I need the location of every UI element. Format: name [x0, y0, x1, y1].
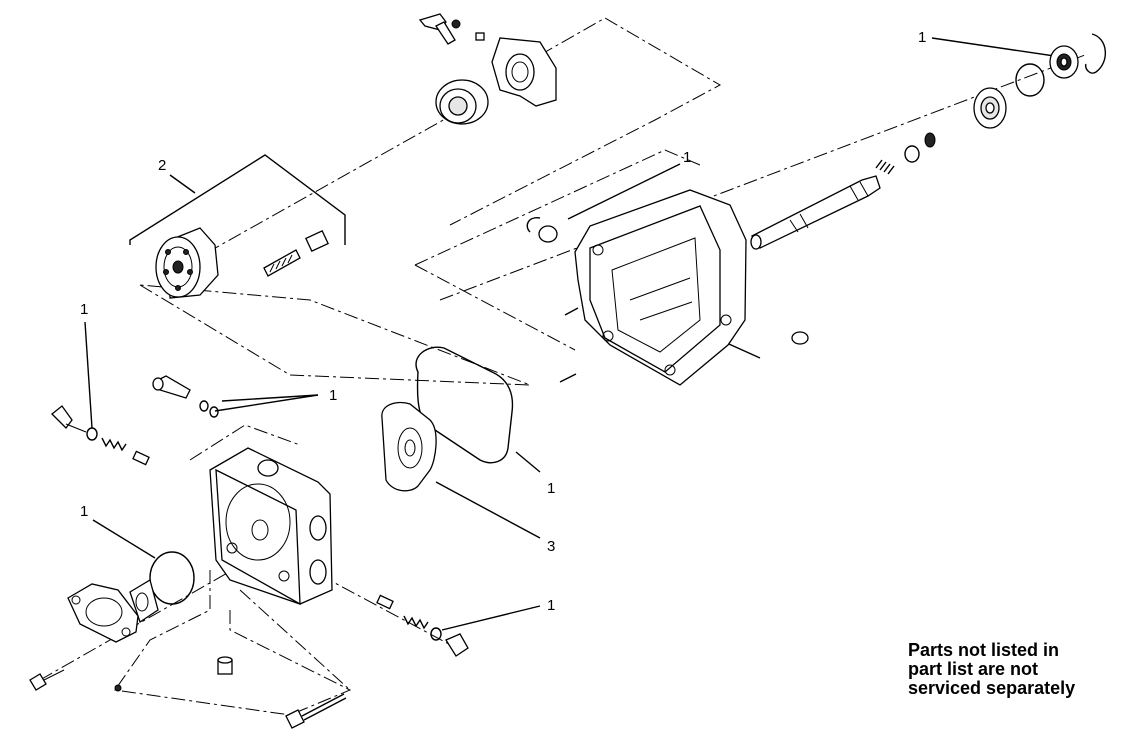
charge-pump-gerotor	[129, 578, 159, 624]
shaft-spring	[875, 159, 895, 175]
stem-o-ring-1	[199, 400, 209, 412]
charge-pump-cover	[67, 583, 139, 643]
callout-center-orings: 1	[329, 387, 338, 404]
callout-bottom-right: 1	[547, 597, 556, 614]
rotating-group	[155, 227, 219, 299]
drain-plug	[217, 656, 233, 675]
leader-assembly	[169, 174, 196, 194]
relief-o-ring-lower	[430, 627, 442, 641]
cover-bolt	[29, 669, 65, 691]
valve-plate	[381, 401, 437, 492]
stem-o-ring-2	[209, 406, 219, 418]
control-lever	[418, 13, 461, 45]
mid-plane-outline	[139, 284, 531, 386]
leader-mid-right	[567, 163, 681, 220]
leader-plate	[435, 481, 541, 539]
retaining-ring	[1084, 33, 1106, 74]
small-pin	[114, 684, 122, 692]
housing-plug	[791, 331, 809, 345]
shaft-bearing	[973, 87, 1007, 129]
long-bolt	[285, 693, 347, 729]
dowel-pin-2	[559, 373, 577, 383]
service-note-line-1: Parts not listed in	[908, 640, 1060, 660]
relief-o-ring-upper	[86, 427, 98, 441]
relief-plug-upper	[51, 405, 87, 433]
plane-edge-1	[414, 264, 576, 351]
bottom-axis	[239, 589, 351, 691]
left-plane-outline	[189, 424, 301, 461]
callout-top-right: 1	[918, 29, 927, 46]
leader-left-upper	[84, 321, 93, 429]
service-note: Parts not listed in part list are not se…	[908, 641, 1075, 698]
housing-seal	[538, 225, 558, 243]
service-note-line-2: part list are not	[908, 659, 1039, 679]
housing-retainer	[526, 217, 541, 233]
callout-plate: 3	[547, 538, 556, 555]
shaft-seal	[1049, 45, 1079, 79]
leader-gasket	[515, 451, 541, 473]
leader-top-right	[931, 37, 1069, 59]
top-plane-outline	[449, 17, 722, 226]
leader-left-lower	[92, 519, 156, 559]
callout-left-lower: 1	[80, 503, 89, 520]
relief-plug-lower	[445, 633, 469, 657]
leader-center-1	[214, 394, 319, 412]
key-pin	[475, 32, 485, 41]
upper-right-plane-outline	[414, 149, 701, 266]
relief-poppet-upper	[132, 450, 150, 466]
callout-left-upper: 1	[80, 301, 89, 318]
end-cover	[209, 447, 333, 606]
charge-pump-o-ring	[149, 551, 195, 605]
callout-assembly: 2	[158, 157, 167, 174]
relief-spring-upper	[101, 437, 127, 452]
swashplate	[491, 37, 557, 107]
dowel-pin-1	[564, 307, 579, 316]
right-lower-axis	[319, 574, 461, 651]
relief-spring-lower	[403, 615, 429, 630]
leader-assembly-bracket	[129, 154, 346, 245]
spring-pin-set	[263, 229, 329, 277]
relief-poppet-lower	[376, 594, 394, 610]
swash-bearing	[435, 79, 489, 125]
service-note-line-3: serviced separately	[908, 678, 1076, 698]
rotor-axis-dash	[184, 104, 471, 266]
lower-plane-outline	[114, 570, 352, 716]
leader-center-2	[221, 394, 319, 402]
callout-mid-right: 1	[683, 149, 692, 166]
valve-stem	[152, 375, 191, 399]
leader-bottom-right	[441, 605, 541, 631]
seal-o-ring	[924, 132, 936, 148]
left-axis	[39, 559, 251, 681]
washer-ring	[1015, 63, 1045, 97]
callout-gasket: 1	[547, 480, 556, 497]
drive-shaft	[750, 175, 881, 250]
main-housing	[574, 189, 747, 386]
shaft-washer	[904, 145, 920, 163]
shaft-axis	[439, 54, 1086, 301]
